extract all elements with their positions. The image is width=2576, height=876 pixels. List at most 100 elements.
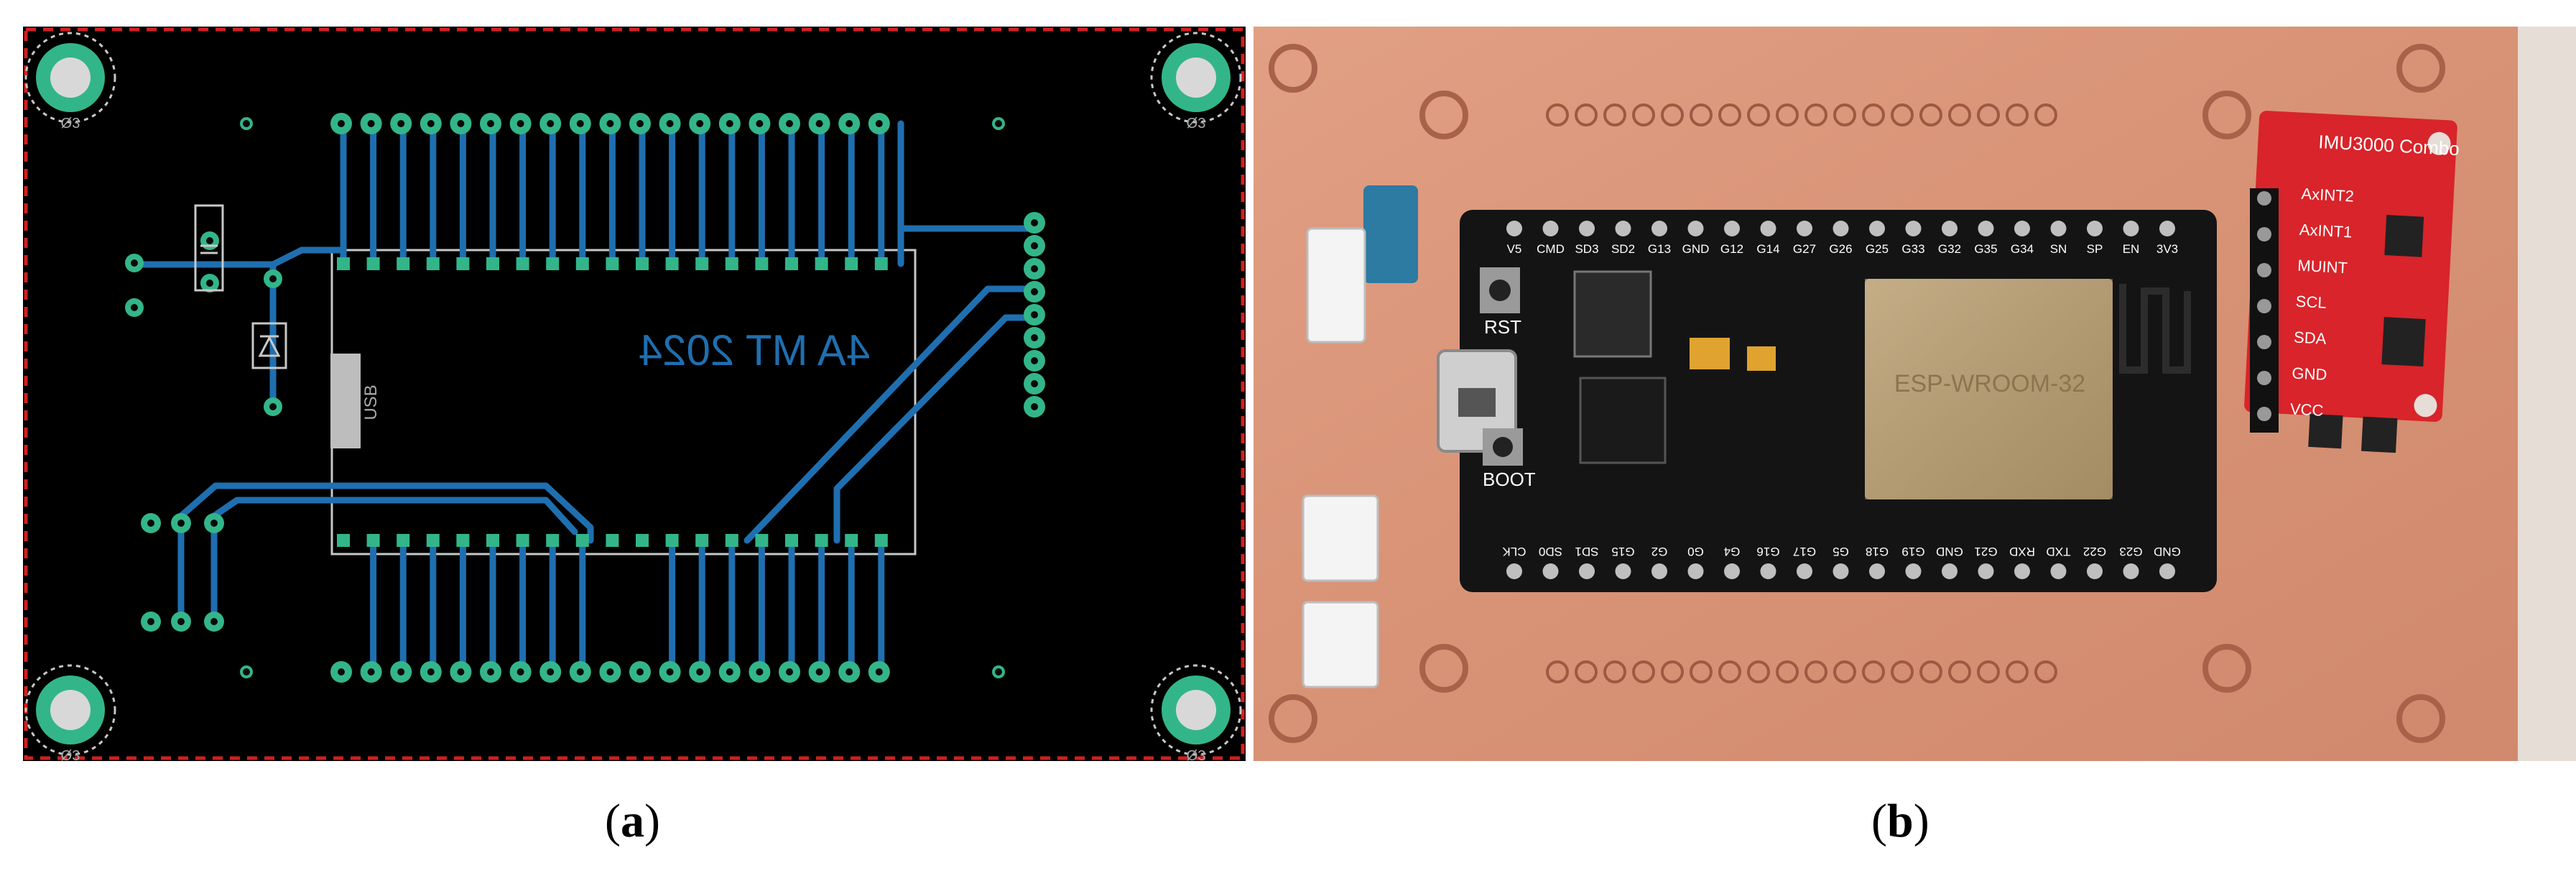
pads: [125, 113, 1045, 683]
module-pin: [575, 257, 589, 270]
pcb-board: [23, 27, 1246, 761]
module-pin: [546, 257, 560, 270]
copper-pad: [1891, 103, 1914, 126]
top-pin-label: G32: [1938, 242, 1961, 256]
imu-header-pin: [2257, 299, 2271, 313]
copper-pad: [1661, 103, 1684, 126]
trace: [139, 246, 347, 268]
header-pin: [2159, 221, 2175, 236]
caption-b: (b): [1871, 795, 1929, 847]
header-pin: [1760, 221, 1776, 236]
imu-pin-label: VCC: [2289, 400, 2324, 419]
top-pin-label: G25: [1866, 242, 1889, 256]
copper-pad: [1632, 103, 1655, 126]
header-pin: [2050, 563, 2067, 579]
header-pin: [2014, 221, 2030, 236]
boot-label: BOOT: [1483, 469, 1536, 490]
header-pin: [1651, 563, 1667, 579]
copper-pad: [1833, 660, 1856, 683]
header-pin: [1797, 221, 1812, 236]
tantalum-capacitor-2: [1747, 346, 1776, 371]
board-outline: [24, 27, 1245, 760]
header-pin: [1833, 221, 1849, 236]
header-pin: [1542, 563, 1559, 579]
bottom-pin-label: GND: [1936, 545, 1963, 558]
usb-label: USB: [361, 384, 381, 420]
header-pin: [1869, 221, 1885, 236]
module-pin: [337, 257, 350, 270]
white-connector: [1302, 494, 1379, 582]
copper-pad: [1977, 660, 2000, 683]
header-pin: [1797, 563, 1812, 579]
copper-pad: [1575, 660, 1598, 683]
jst-connectors: [1302, 227, 1379, 688]
top-pin-label: GND: [1682, 242, 1710, 256]
module-pin: [366, 534, 380, 547]
header-pin: [1724, 563, 1740, 579]
white-connector: [1302, 601, 1379, 688]
mount-hole: [2202, 644, 2251, 693]
header-pin: [1942, 221, 1958, 236]
imu-pin-label: SCL: [2295, 292, 2327, 312]
imu-breakout: IMU3000 Combo AxINT2AxINT1MUINTSCLSDAGND…: [2244, 111, 2460, 453]
header-pin: [1687, 563, 1704, 579]
capacitor-footprint: [194, 204, 224, 292]
module-pin: [456, 257, 470, 270]
usb-silkscreen: [330, 354, 361, 448]
hole-label: Ø3: [61, 748, 80, 764]
header-pin: [1506, 563, 1522, 579]
top-pin-label: G14: [1756, 242, 1779, 256]
bottom-pin-label: SD1: [1575, 545, 1598, 558]
header-pin: [1506, 221, 1522, 236]
caption-a: (a): [605, 795, 660, 847]
copper-pad: [1632, 660, 1655, 683]
bottom-pin-label: G19: [1901, 545, 1924, 558]
module-pin: [397, 534, 410, 547]
header-pin: [2123, 221, 2139, 236]
top-pin-label: G12: [1720, 242, 1743, 256]
module-text: ESP-WROOM-32: [1894, 370, 2085, 397]
imu-header-pin: [2257, 227, 2271, 241]
header-pin: [1978, 221, 1994, 236]
module-pin: [366, 257, 380, 270]
imu-header-pin: [2257, 191, 2271, 206]
hole-label: Ø3: [61, 116, 80, 132]
module-pin: [845, 257, 858, 270]
header-pin: [2087, 563, 2103, 579]
bottom-pin-label: G23: [2119, 545, 2142, 558]
header-pin: [2159, 563, 2175, 579]
rst-label: RST: [1484, 316, 1521, 338]
top-pin-label: CMD: [1537, 242, 1565, 256]
board-title-mirrored: 4A MT 2024: [639, 326, 870, 374]
copper-pad: [1977, 103, 2000, 126]
bottom-pin-label: G21: [1974, 545, 1997, 558]
traces: [139, 120, 1038, 676]
trace: [743, 285, 1038, 544]
imu-pin-label: SDA: [2294, 328, 2327, 348]
copper-pad: [1575, 103, 1598, 126]
mount-hole: [1269, 694, 1317, 743]
mount-hole: [1419, 644, 1468, 693]
header-pin: [2087, 221, 2103, 236]
copper-pad: [2034, 660, 2057, 683]
top-pin-label: 3V3: [2156, 242, 2178, 256]
trace: [833, 314, 1038, 544]
header-pin: [1760, 563, 1776, 579]
header-pin: [1542, 221, 1559, 236]
header-pin: [1833, 563, 1849, 579]
module-pin: [665, 257, 679, 270]
copper-pad: [2006, 103, 2029, 126]
header-pin: [1615, 563, 1631, 579]
copper-pad: [2034, 103, 2057, 126]
copper-pad: [1804, 660, 1827, 683]
header-pin: [1905, 563, 1922, 579]
module-pin: [695, 257, 709, 270]
header-pin: [1579, 563, 1595, 579]
trace: [177, 482, 594, 544]
copper-pad: [1919, 660, 1942, 683]
